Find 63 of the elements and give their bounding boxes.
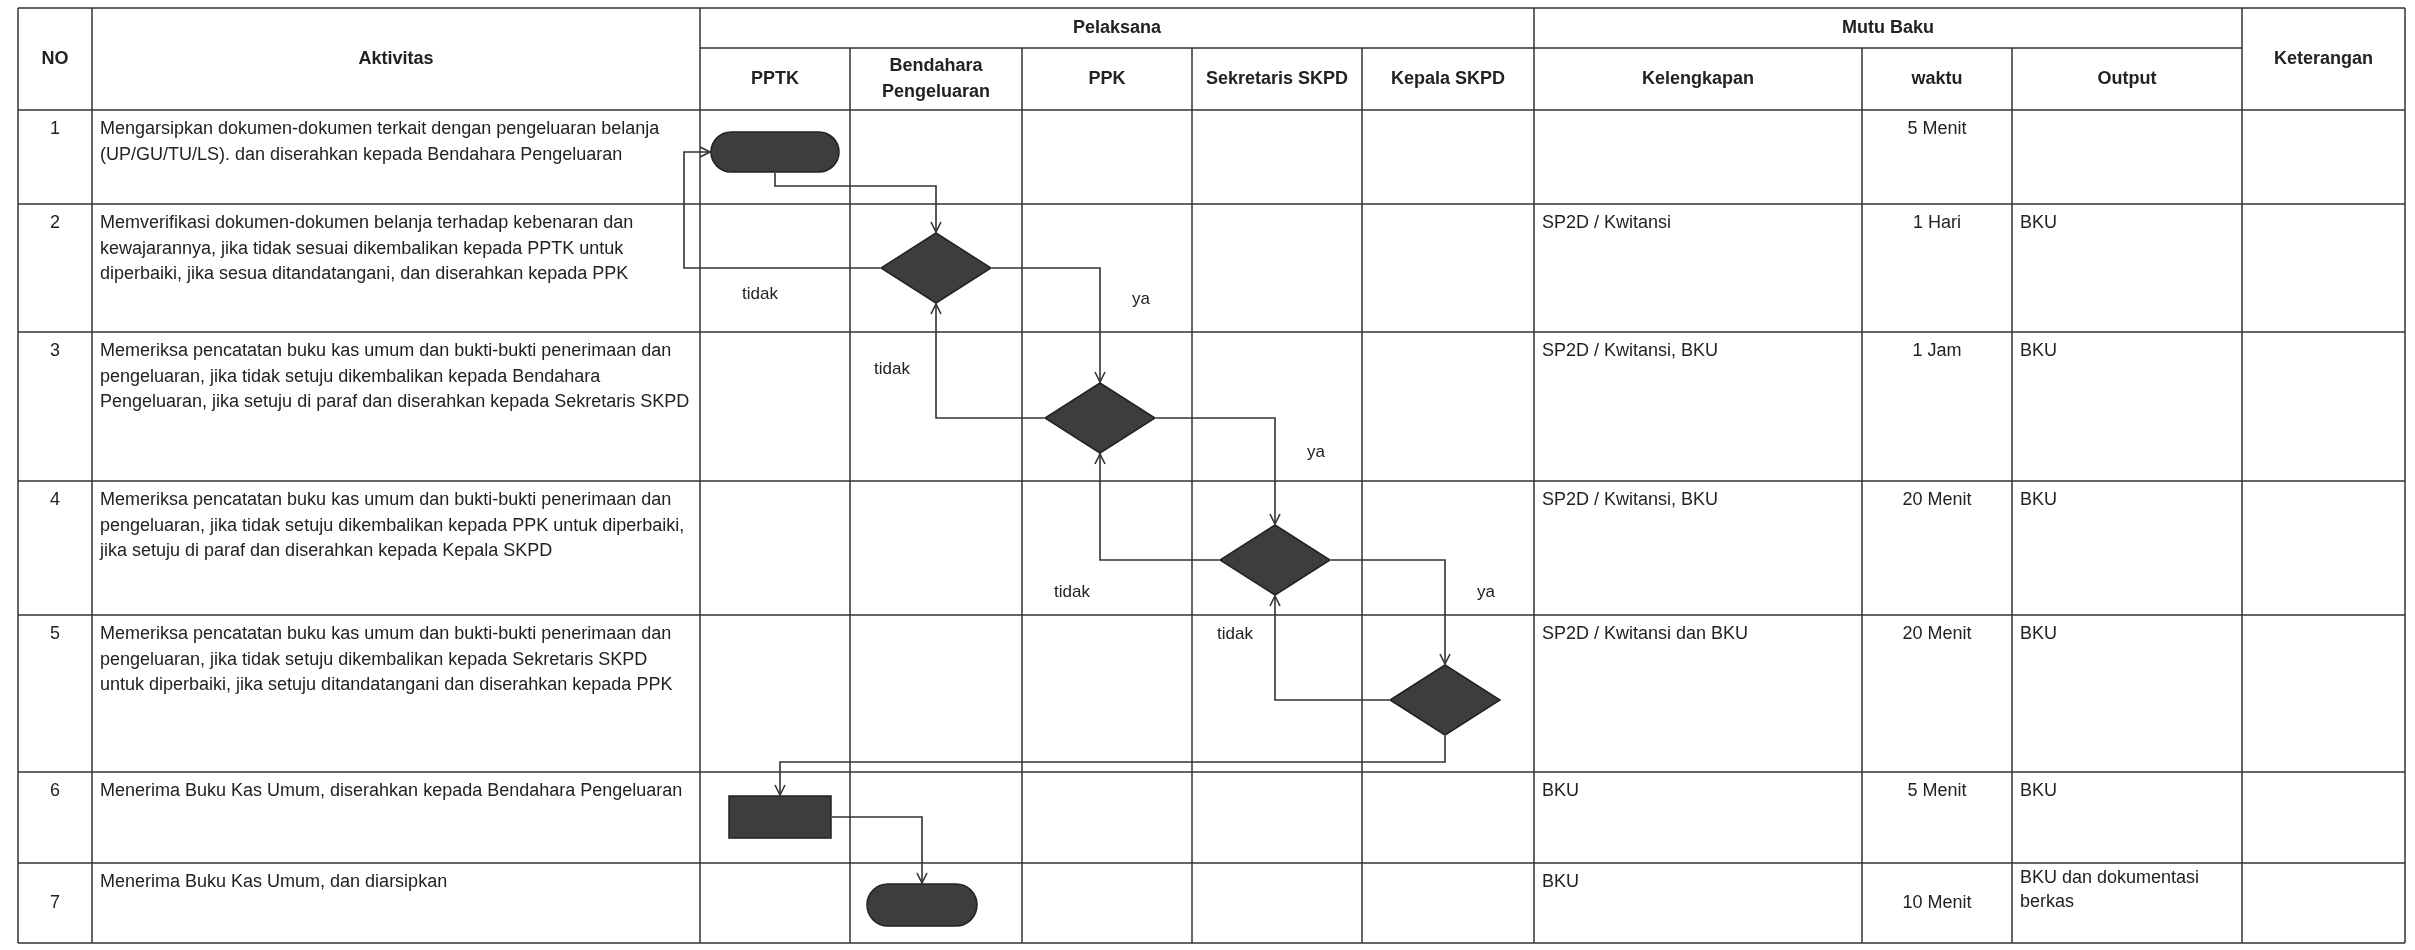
activity-description: Memverifikasi dokumen-dokumen belanja terhadap kebenaran dan kewajarannya, jika tidak sesuai dikembalikan kepada PPTK untuk diperbaiki, jika sesua ditandatangani, dan diserahkan kepada PPK — [100, 211, 635, 286]
duration-text: 1 Jam — [1911, 339, 1963, 362]
step-number: 2 — [49, 211, 61, 234]
step-number: 1 — [49, 117, 61, 140]
duration-text: 1 Hari — [1912, 211, 1962, 234]
arrow — [683, 146, 881, 269]
duration-text: 5 Menit — [1906, 117, 1968, 140]
requirement-text: SP2D / Kwitansi, BKU — [1542, 339, 1720, 362]
output-text: BKU — [2020, 339, 2058, 362]
column-header: NO — [40, 47, 70, 71]
arrow — [831, 816, 928, 884]
output-text: BKU — [2020, 488, 2058, 511]
terminator-shape — [866, 883, 978, 927]
column-header: Bendahara Pengeluaran — [880, 54, 991, 103]
step-number: 4 — [49, 488, 61, 511]
arrow — [1330, 559, 1451, 665]
arrow — [1269, 595, 1390, 701]
step-number: 6 — [49, 779, 61, 802]
output-text: BKU — [2020, 779, 2058, 802]
requirement-text: BKU — [1542, 870, 1580, 893]
decision-diamond — [1219, 524, 1331, 596]
step-number: 5 — [49, 622, 61, 645]
activity-description: Memeriksa pencatatan buku kas umum dan bukti-bukti penerimaan dan pengeluaran, jika tidak setuju dikembalikan kepada PPK untuk diperbaiki, jika setuju di paraf dan diserahkan kepada Kepala SKPD — [100, 488, 686, 563]
requirement-text: SP2D / Kwitansi — [1542, 211, 1673, 234]
column-header: PPTK — [750, 67, 800, 91]
column-header: PPK — [1087, 67, 1127, 91]
step-number: 7 — [49, 891, 61, 915]
activity-description: Menerima Buku Kas Umum, dan diarsipkan — [100, 870, 449, 893]
output-text: BKU — [2020, 211, 2058, 234]
column-header: Kepala SKPD — [1389, 67, 1506, 91]
duration-text: 20 Menit — [1901, 488, 1973, 511]
column-header: Aktivitas — [357, 47, 435, 71]
output-text: BKU — [2020, 622, 2058, 645]
column-header: Mutu Baku — [1841, 16, 1935, 40]
arrow — [930, 303, 1045, 419]
requirement-text: SP2D / Kwitansi dan BKU — [1542, 622, 1750, 645]
duration-text: 20 Menit — [1901, 622, 1973, 645]
activity-description: Mengarsipkan dokumen-dokumen terkait dengan pengeluaran belanja (UP/GU/TU/LS). dan diserahkan kepada Bendahara Pengeluaran — [100, 117, 661, 166]
arrow — [1155, 417, 1281, 525]
decision-diamond — [1389, 664, 1501, 736]
decision-diamond — [880, 232, 992, 304]
requirement-text: BKU — [1542, 779, 1580, 802]
column-header: Pelaksana — [1071, 16, 1163, 40]
arrow — [991, 267, 1106, 383]
step-number: 3 — [49, 339, 61, 362]
column-header: waktu — [1910, 67, 1964, 91]
arrow — [1094, 453, 1220, 561]
activity-description: Memeriksa pencatatan buku kas umum dan bukti-bukti penerimaan dan pengeluaran, jika tidak setuju dikembalikan kepada Sekretaris SKPD untuk diperbaiki, jika setuju ditandatangani dan diserahkan kepada PPK — [100, 622, 674, 697]
column-header: Sekretaris SKPD — [1204, 67, 1350, 91]
column-header: Keterangan — [2273, 47, 2374, 71]
process-box — [728, 795, 832, 839]
column-header: Output — [2096, 67, 2158, 91]
requirement-text: SP2D / Kwitansi, BKU — [1542, 488, 1720, 511]
activity-description: Menerima Buku Kas Umum, diserahkan kepada Bendahara Pengeluaran — [100, 779, 684, 802]
arrow — [774, 735, 1446, 796]
column-header: Kelengkapan — [1640, 67, 1755, 91]
duration-text: 5 Menit — [1906, 779, 1968, 802]
duration-text: 10 Menit — [1901, 891, 1973, 915]
output-text: BKU dan dokumentasi berkas — [2020, 866, 2201, 914]
arrow — [774, 172, 942, 233]
decision-diamond — [1044, 382, 1156, 454]
terminator-shape — [710, 131, 840, 173]
activity-description: Memeriksa pencatatan buku kas umum dan bukti-bukti penerimaan dan pengeluaran, jika tidak setuju dikembalikan kepada Bendahara Pengeluaran, jika setuju di paraf dan diserahkan kepada Sekretaris SKPD — [100, 339, 691, 414]
